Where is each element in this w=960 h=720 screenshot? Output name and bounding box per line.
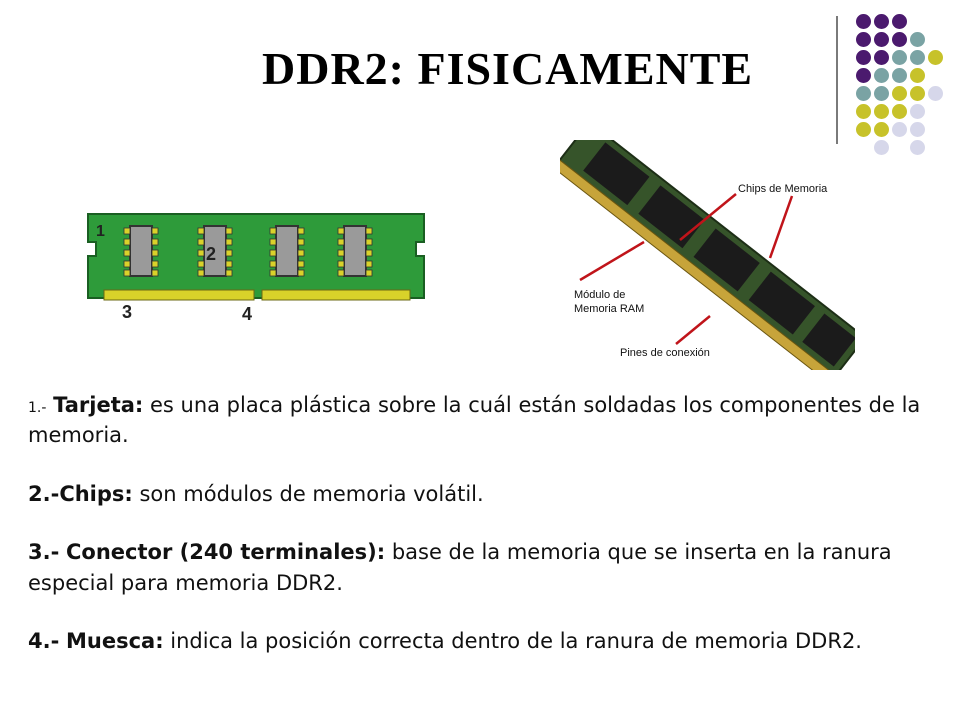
- divider-line: [836, 16, 838, 144]
- chip-4: [337, 225, 373, 277]
- dot: [910, 50, 925, 65]
- dot: [910, 122, 925, 137]
- ram-photo-svg: Chips de Memoria Módulo de Memoria RAM P…: [552, 120, 867, 385]
- dot: [856, 14, 871, 29]
- callout-pines: Pines de conexión: [620, 347, 710, 359]
- dot: [856, 32, 871, 47]
- dot: [874, 32, 889, 47]
- dot: [874, 14, 889, 29]
- diagram-label-3: 3: [122, 302, 132, 322]
- dot: [856, 104, 871, 119]
- chip-2: [197, 225, 233, 277]
- slide-title: DDR2: FISICAMENTE: [262, 43, 754, 94]
- ram-chip: [748, 271, 815, 335]
- callout-line-chips: [679, 193, 737, 241]
- diagram-label-1: 1: [96, 223, 105, 240]
- item-muesca: 4.- Muesca: indica la posición correcta …: [28, 626, 948, 656]
- item-number: 4.-: [28, 629, 60, 654]
- item-tarjeta: 1.- Tarjeta: es una placa plástica sobre…: [28, 390, 948, 451]
- item-number: 3.-: [28, 540, 60, 565]
- dot: [892, 50, 907, 65]
- pin-strip-left: [103, 289, 255, 301]
- chip-3: [269, 225, 305, 277]
- ram-module-body: [552, 120, 867, 385]
- pcb-board: [87, 213, 425, 299]
- dot: [892, 86, 907, 101]
- dot: [856, 68, 871, 83]
- callout-chips: Chips de Memoria: [738, 183, 828, 195]
- ram-chip: [802, 313, 856, 367]
- item-text: son módulos de memoria volátil.: [132, 481, 484, 506]
- item-text: base de la memoria que se inserta en la …: [28, 540, 892, 595]
- callout-line-pines: [675, 315, 711, 345]
- ddr2-module-diagram: 1 2 3 4: [86, 212, 428, 324]
- dot: [856, 50, 871, 65]
- pin-strip-right: [261, 289, 411, 301]
- dot: [856, 122, 871, 137]
- item-conector: 3.- Conector (240 terminales): base de l…: [28, 537, 948, 598]
- connector-pins: [103, 289, 411, 301]
- dot: [928, 86, 943, 101]
- dot: [892, 122, 907, 137]
- ram-chip: [693, 228, 760, 292]
- dot: [892, 14, 907, 29]
- dot: [874, 68, 889, 83]
- item-number: 1.-: [28, 400, 47, 416]
- callout-line-chips-2: [768, 195, 794, 259]
- diagram-label-4: 4: [242, 304, 252, 324]
- dot: [874, 140, 889, 155]
- item-number: 2.-: [28, 481, 60, 506]
- dot: [910, 68, 925, 83]
- item-label: Conector (240 terminales):: [66, 540, 386, 565]
- item-label: Chips:: [59, 481, 133, 506]
- chip-1: [123, 225, 159, 277]
- diagram-label-2: 2: [206, 244, 216, 264]
- callout-modulo-1: Módulo de: [574, 289, 625, 301]
- dot: [892, 68, 907, 83]
- callout-line-modulo: [579, 240, 645, 282]
- dot: [910, 32, 925, 47]
- dot: [856, 86, 871, 101]
- dot: [874, 50, 889, 65]
- item-text: indica la posición correcta dentro de la…: [163, 629, 862, 654]
- dot: [928, 50, 943, 65]
- item-text: es una placa plástica sobre la cuál está…: [28, 393, 921, 448]
- ddr2-diagram-svg: 1 2 3 4: [87, 213, 425, 324]
- dot: [910, 86, 925, 101]
- dot: [910, 140, 925, 155]
- item-label: Tarjeta:: [53, 393, 144, 417]
- dot: [892, 104, 907, 119]
- item-label: Muesca:: [66, 629, 164, 654]
- dot: [874, 122, 889, 137]
- description-list: 1.- Tarjeta: es una placa plástica sobre…: [28, 390, 948, 685]
- dot: [892, 32, 907, 47]
- dot: [910, 104, 925, 119]
- item-chips: 2.-Chips: son módulos de memoria volátil…: [28, 479, 948, 509]
- ram-chip: [583, 142, 650, 206]
- dot: [874, 86, 889, 101]
- ram-module-photo: Chips de Memoria Módulo de Memoria RAM P…: [552, 120, 867, 385]
- callout-modulo-2: Memoria RAM: [574, 303, 644, 315]
- memory-chips: [123, 225, 373, 277]
- dot: [874, 104, 889, 119]
